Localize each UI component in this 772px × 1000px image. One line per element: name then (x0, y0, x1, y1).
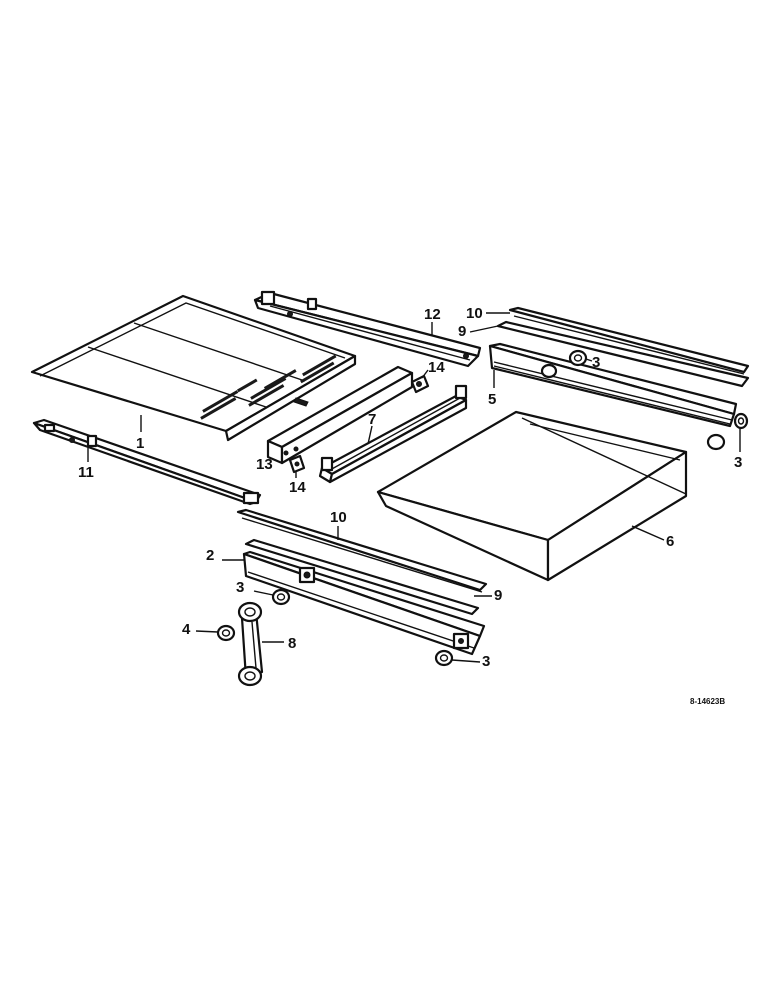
callout-14-upper: 14 (428, 359, 445, 376)
part-11-side-rail (32, 418, 262, 506)
part-12-upper-rail (253, 290, 482, 368)
part-9-strip-upper (496, 320, 750, 388)
callout-14-lower: 14 (289, 479, 306, 496)
callout-7: 7 (368, 411, 376, 428)
callout-9-lower: 9 (494, 587, 502, 604)
part-2-channel-lower (242, 550, 486, 656)
part-10-strip-lower (236, 508, 488, 593)
part-6-tray (376, 410, 688, 582)
part-5-channel-right (488, 342, 738, 428)
leader-3-c (253, 590, 274, 596)
callout-12: 12 (424, 306, 441, 323)
part-3-bushing-upper-right (568, 349, 588, 367)
leader-7 (367, 425, 373, 445)
callout-6: 6 (666, 533, 674, 550)
callout-9-upper: 9 (458, 323, 466, 340)
part-9-strip-lower (244, 538, 480, 616)
part-8-link-arm (237, 601, 264, 687)
part-3-bushing-lower-right (434, 649, 454, 667)
leader-9-upper (469, 325, 499, 333)
part-10-strip-upper (508, 306, 750, 375)
leader-3-a (585, 358, 593, 362)
callout-5: 5 (488, 391, 496, 408)
part-3-bushing-far-right (706, 412, 749, 451)
leader-4 (195, 630, 219, 633)
part-3-bushing-lower-left (271, 588, 291, 606)
leader-14-upper (421, 369, 429, 379)
callout-8: 8 (288, 635, 296, 652)
callout-13: 13 (256, 456, 273, 473)
part-14-clip-lower (288, 454, 306, 474)
callout-2: 2 (206, 547, 214, 564)
sieve-slot-hatching (200, 354, 337, 420)
callout-3-c: 3 (236, 579, 244, 596)
figure-reference-number: 8-14623B (690, 697, 725, 706)
part-13-cross-brace (266, 365, 414, 465)
part-4-washer (216, 624, 236, 642)
part-7-angle-bar (318, 384, 468, 484)
callout-10-upper: 10 (466, 305, 483, 322)
callout-11: 11 (78, 464, 94, 481)
callout-3-d: 3 (482, 653, 490, 670)
leader-3-d (451, 659, 481, 663)
part-14-clip-upper (410, 374, 430, 394)
leader-6 (631, 525, 665, 541)
part-1-sieve-frame (30, 294, 357, 442)
callout-10-lower: 10 (330, 509, 347, 526)
callout-3-a: 3 (592, 354, 600, 371)
callout-1: 1 (136, 435, 144, 452)
callout-4: 4 (182, 621, 191, 638)
callout-3-b: 3 (734, 454, 742, 471)
